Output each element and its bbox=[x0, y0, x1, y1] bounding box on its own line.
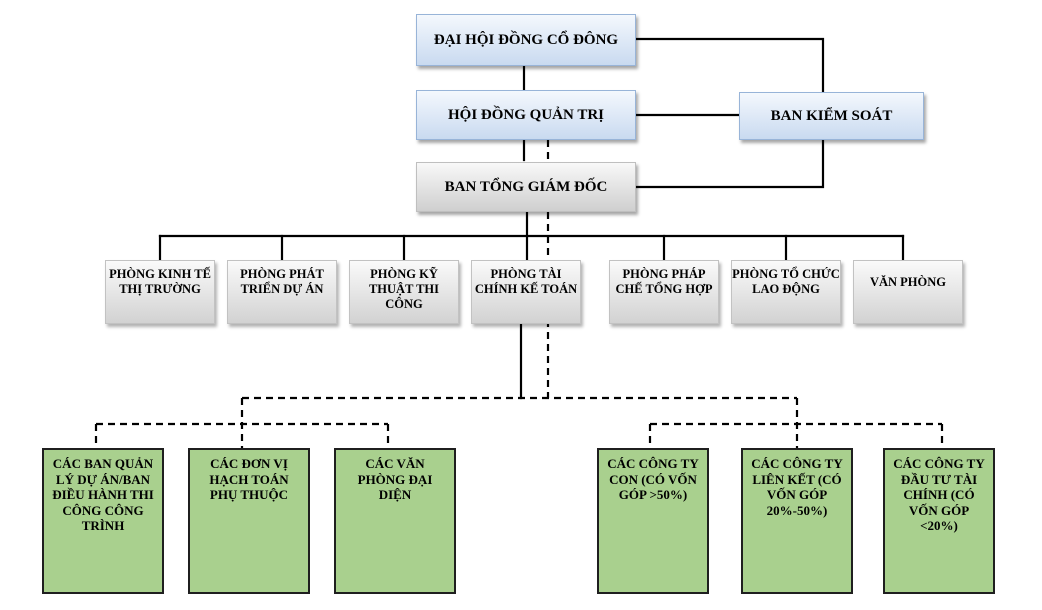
shareholders-label: ĐẠI HỘI ĐỒNG CỔ ĐÔNG bbox=[433, 32, 619, 48]
dept-finance-accounting: PHÒNG TÀI CHÍNH KẾ TOÁN bbox=[471, 260, 581, 324]
supervisory-executive-line bbox=[635, 138, 825, 189]
executive-label: BAN TỔNG GIÁM ĐỐC bbox=[444, 179, 608, 195]
unit-representative-offices: CÁC VĂN PHÒNG ĐẠI DIỆN bbox=[334, 448, 456, 594]
unit-label: CÁC CÔNG TY LIÊN KẾT (CÓ VỐN GÓP 20%-50%… bbox=[751, 456, 843, 518]
unit-label: CÁC CÔNG TY CON (CÓ VỐN GÓP >50%) bbox=[607, 456, 699, 503]
dept-legal-general: PHÒNG PHÁP CHẾ TỔNG HỢP bbox=[609, 260, 719, 324]
dept-label: PHÒNG TÀI CHÍNH KẾ TOÁN bbox=[474, 267, 578, 296]
dept-office: VĂN PHÒNG bbox=[853, 260, 963, 324]
dept-label: PHÒNG KỸ THUẬT THI CÔNG bbox=[368, 267, 440, 311]
unit-financial-investments: CÁC CÔNG TY ĐẦU TƯ TÀI CHÍNH (CÓ VỐN GÓP… bbox=[883, 448, 995, 594]
unit-label: CÁC BAN QUẢN LÝ DỰ ÁN/BAN ĐIỀU HÀNH THI … bbox=[52, 456, 154, 534]
dept-label: PHÒNG PHÁT TRIỂN DỰ ÁN bbox=[240, 267, 324, 296]
dept-labor-organization: PHÒNG TỔ CHỨC LAO ĐỘNG bbox=[731, 260, 841, 324]
unit-dependent-accounting: CÁC ĐƠN VỊ HẠCH TOÁN PHỤ THUỘC bbox=[188, 448, 310, 594]
dept-label: PHÒNG PHÁP CHẾ TỔNG HỢP bbox=[615, 267, 713, 296]
board-box: HỘI ĐỒNG QUẢN TRỊ bbox=[416, 90, 636, 140]
supervisory-box: BAN KIỂM SOÁT bbox=[739, 92, 924, 140]
dept-label: PHÒNG KINH TẾ THỊ TRƯỜNG bbox=[109, 267, 211, 296]
unit-project-management: CÁC BAN QUẢN LÝ DỰ ÁN/BAN ĐIỀU HÀNH THI … bbox=[42, 448, 164, 594]
unit-label: CÁC VĂN PHÒNG ĐẠI DIỆN bbox=[357, 456, 433, 503]
supervisory-label: BAN KIỂM SOÁT bbox=[770, 108, 893, 124]
dept-label: VĂN PHÒNG bbox=[869, 275, 947, 289]
executive-box: BAN TỔNG GIÁM ĐỐC bbox=[416, 162, 636, 212]
unit-associates: CÁC CÔNG TY LIÊN KẾT (CÓ VỐN GÓP 20%-50%… bbox=[741, 448, 853, 594]
dept-project-development: PHÒNG PHÁT TRIỂN DỰ ÁN bbox=[227, 260, 337, 324]
shareholders-supervisory-line bbox=[635, 37, 825, 94]
unit-label: CÁC ĐƠN VỊ HẠCH TOÁN PHỤ THUỘC bbox=[209, 456, 289, 503]
unit-label: CÁC CÔNG TY ĐẦU TƯ TÀI CHÍNH (CÓ VỐN GÓP… bbox=[893, 456, 985, 534]
dept-construction-technical: PHÒNG KỸ THUẬT THI CÔNG bbox=[349, 260, 459, 324]
dept-market-economics: PHÒNG KINH TẾ THỊ TRƯỜNG bbox=[105, 260, 215, 324]
unit-subsidiaries: CÁC CÔNG TY CON (CÓ VỐN GÓP >50%) bbox=[597, 448, 709, 594]
shareholders-box: ĐẠI HỘI ĐỒNG CỔ ĐÔNG bbox=[416, 14, 636, 66]
dept-label: PHÒNG TỔ CHỨC LAO ĐỘNG bbox=[732, 267, 840, 296]
board-label: HỘI ĐỒNG QUẢN TRỊ bbox=[448, 107, 604, 123]
